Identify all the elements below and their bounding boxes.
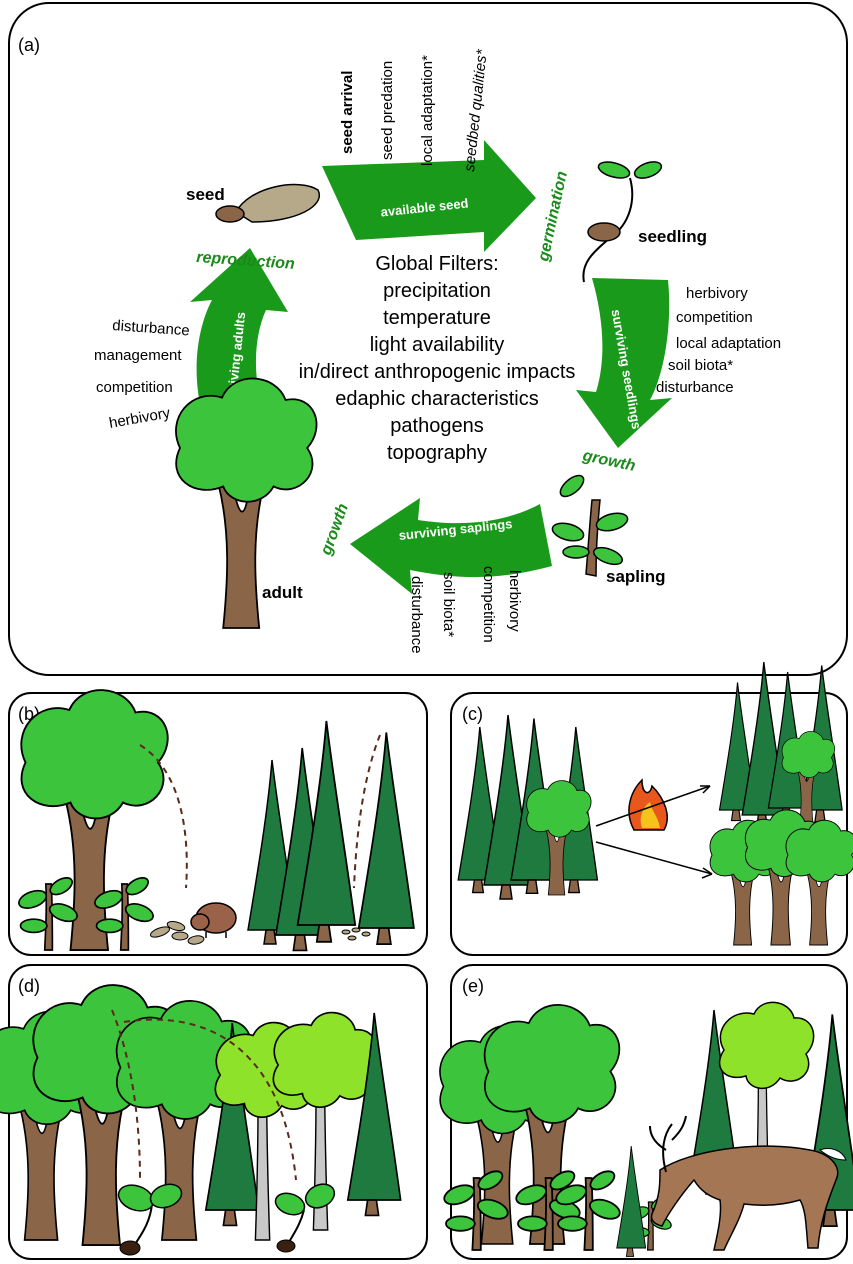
panel-d-label: (d)	[18, 976, 40, 996]
global-filter-1: precipitation	[383, 280, 491, 302]
filter-right-2: competition	[676, 309, 753, 326]
filter-top-3: local adaptation*	[419, 55, 436, 166]
filter-left-3: competition	[96, 379, 173, 396]
global-filter-2: temperature	[383, 307, 491, 329]
panel-c-label: (c)	[462, 704, 483, 724]
global-filter-4: in/direct anthropogenic impacts	[299, 361, 576, 383]
global-filter-3: light availability	[370, 334, 505, 356]
filter-top-2: seed predation	[379, 61, 396, 160]
filter-right-4: soil biota*	[668, 357, 733, 374]
filter-right-1: herbivory	[686, 285, 748, 302]
stage-seed: seed	[186, 185, 225, 204]
stage-adult: adult	[262, 583, 303, 602]
stage-sapling: sapling	[606, 567, 666, 586]
filter-bottom-4: disturbance	[408, 576, 425, 654]
panel-a-label: (a)	[18, 35, 40, 55]
filter-bottom-1: herbivory	[506, 570, 523, 632]
filter-right-3: local adaptation	[676, 335, 781, 352]
filter-left-2: management	[94, 347, 182, 364]
stage-seedling: seedling	[638, 227, 707, 246]
global-filters-title: Global Filters:	[375, 253, 498, 275]
filter-top-1: seed arrival	[339, 71, 356, 154]
global-filter-6: pathogens	[390, 415, 483, 437]
filter-right-5: disturbance	[656, 379, 734, 396]
filter-bottom-3: soil biota*	[440, 572, 457, 637]
panel-c-conifer-regrowth	[720, 662, 843, 828]
global-filter-5: edaphic characteristics	[335, 388, 538, 410]
filter-bottom-2: competition	[480, 566, 497, 643]
global-filter-7: topography	[387, 442, 487, 464]
panel-e-label: (e)	[462, 976, 484, 996]
